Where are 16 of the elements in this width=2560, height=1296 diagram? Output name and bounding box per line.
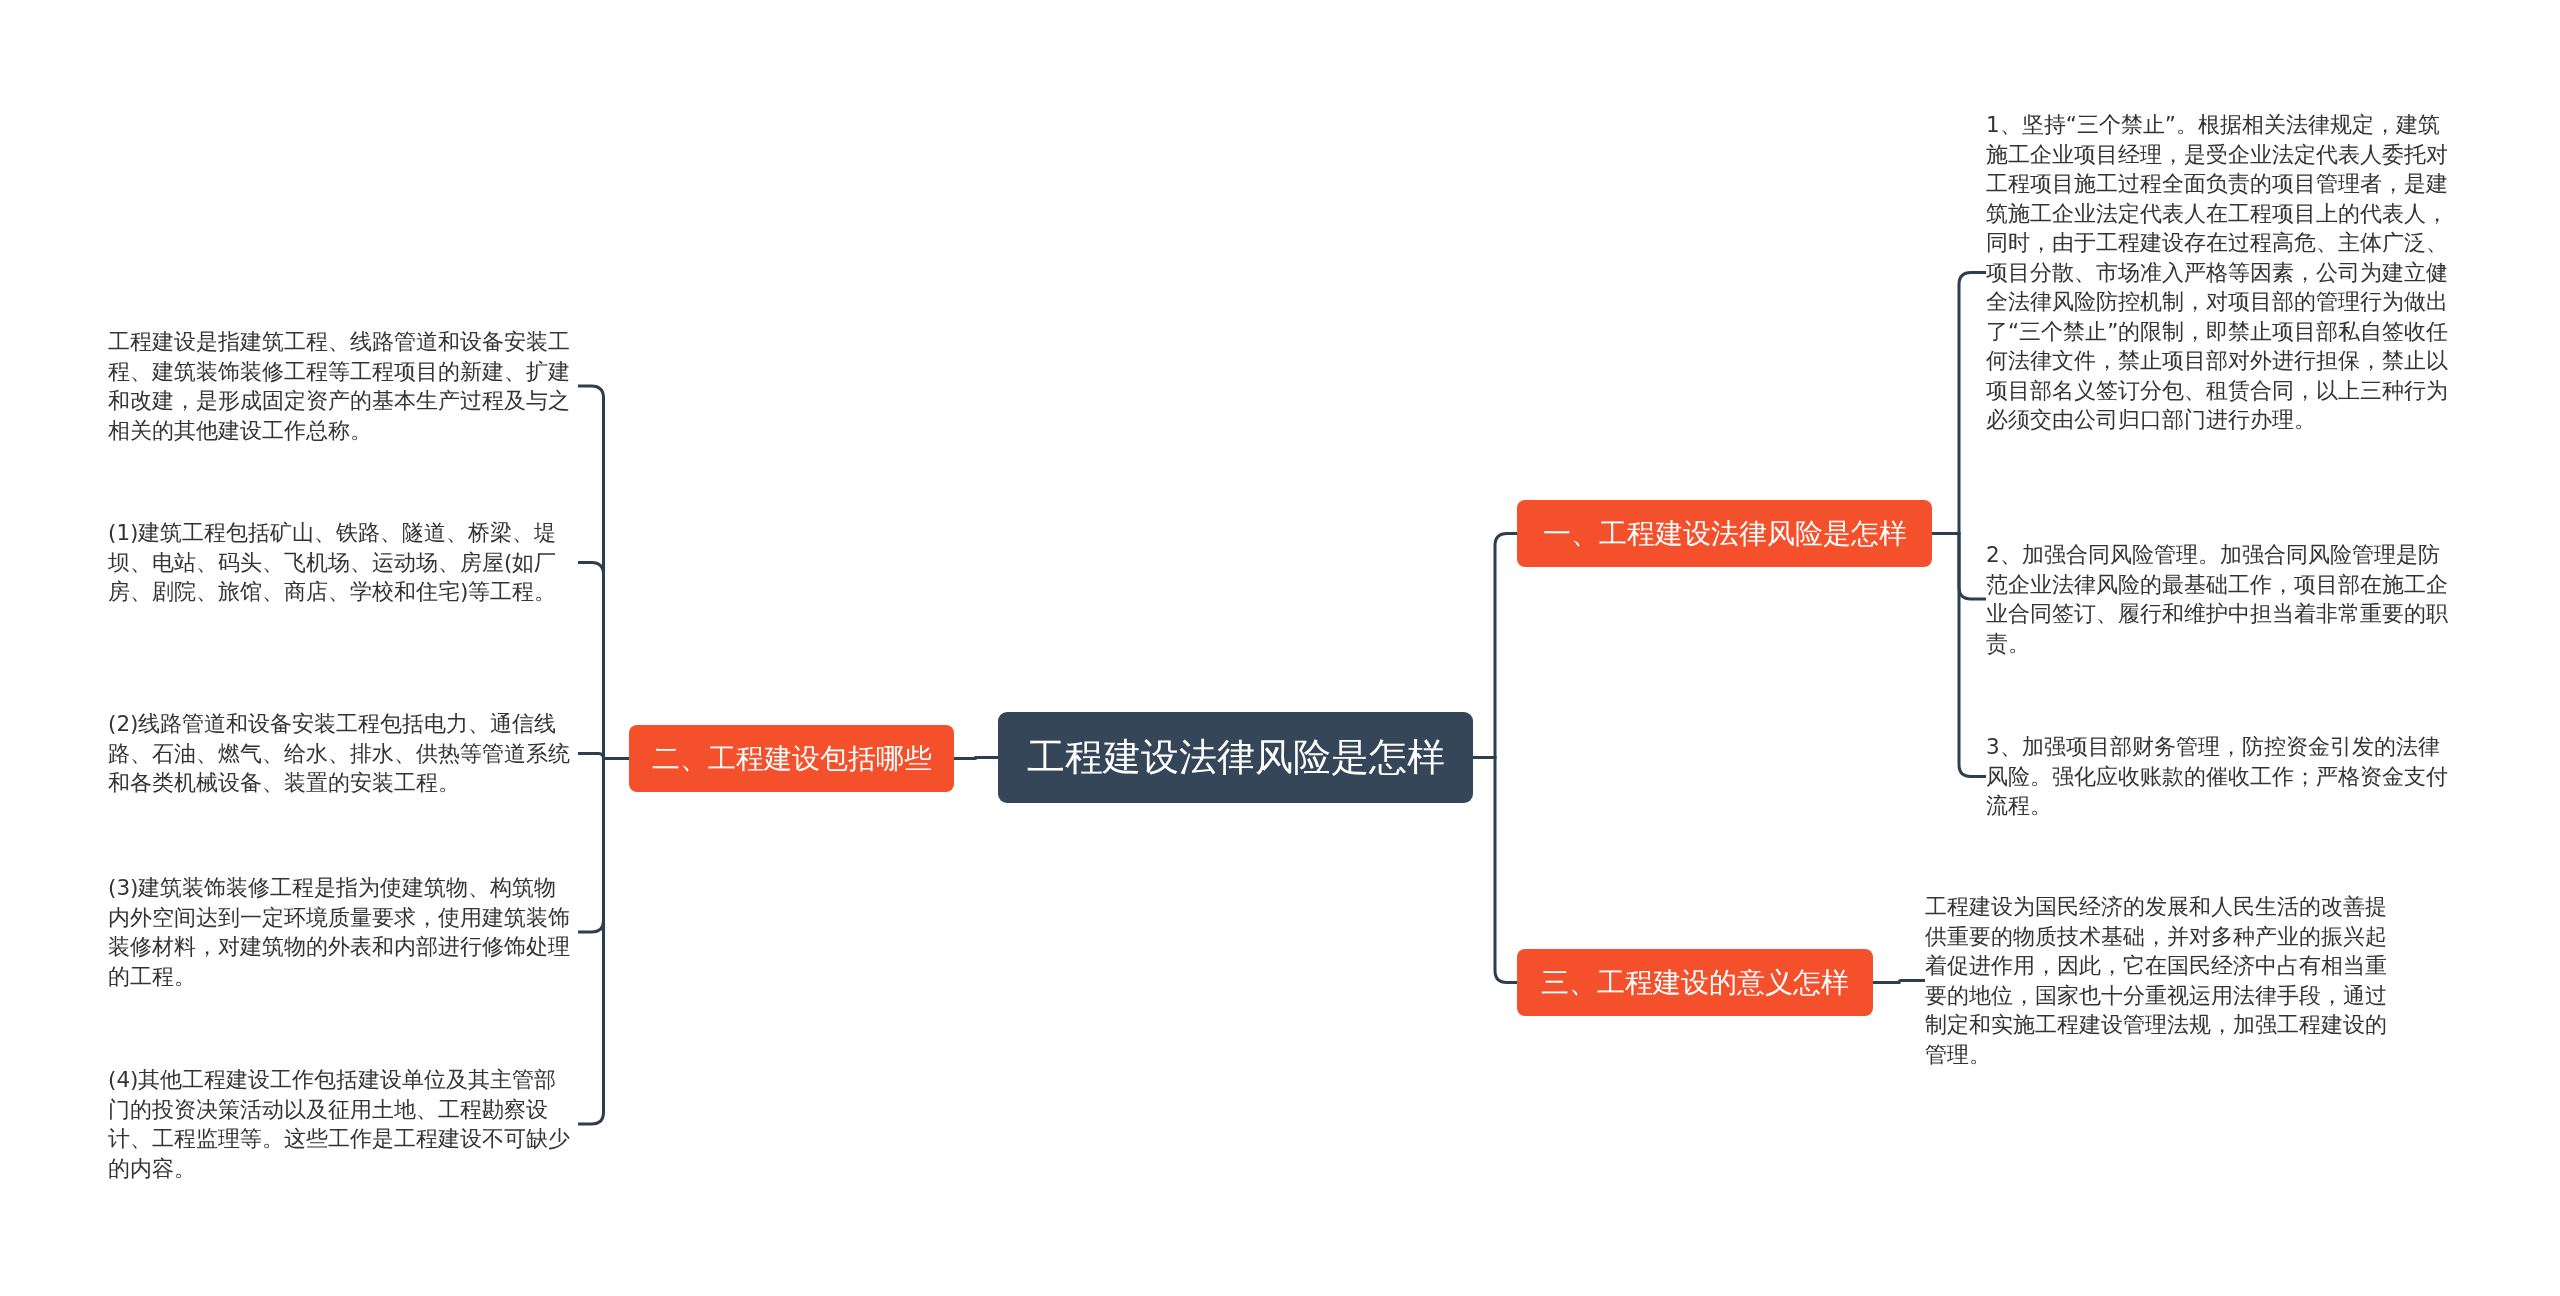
note-text: 工程建设为国民经济的发展和人民生活的改善提供重要的物质技术基础，并对多种产业的振兴起着促进作用，因此，它在国民经济中占有相当重要的地位，国家也十分重视运用法律手段，通过制定和实施工程建设管理法规，加强工程建设的管理。 [1925, 892, 2395, 1069]
note-text: 工程建设是指建筑工程、线路管道和设备安装工程、建筑装饰装修工程等工程项目的新建、扩建和改建，是形成固定资产的基本生产过程及与之相关的其他建设工作总称。 [108, 327, 578, 445]
note-text: 3、加强项目部财务管理，防控资金引发的法律风险。强化应收账款的催收工作；严格资金支付流程。 [1986, 732, 2456, 821]
note-text: (3)建筑装饰装修工程是指为使建筑物、构筑物内外空间达到一定环境质量要求，使用建筑装饰装修材料，对建筑物的外表和内部进行修饰处理的工程。 [108, 873, 578, 991]
connector-line [1473, 756, 1517, 984]
connector-line [954, 756, 998, 760]
topic-box: 一、工程建设法律风险是怎样 [1517, 500, 1932, 567]
note-text: 2、加强合同风险管理。加强合同风险管理是防范企业法律风险的最基础工作，项目部在施工企业合同签订、履行和维护中担当着非常重要的职责。 [1986, 540, 2456, 658]
note-text: (4)其他工程建设工作包括建设单位及其主管部门的投资决策活动以及征用土地、工程勘察设计、工程监理等。这些工作是工程建设不可缺少的内容。 [108, 1065, 578, 1183]
note-text: 1、坚持“三个禁止”。根据相关法律规定，建筑施工企业项目经理，是受企业法定代表人委托对工程项目施工过程全面负责的项目管理者，是建筑施工企业法定代表人在工程项目上的代表人，同时，由于工程建设存在过程高危、主体广泛、项目分散、市场准入严格等因素，公司为建立健全法律风险防控机制，对项目部的管理行为做出了“三个禁止”的限制，即禁止项目部私自签收任何法律文件，禁止项目部对外进行担保，禁止以项目部名义签订分包、租赁合同，以上三种行为必须交由公司归口部门进行办理。 [1986, 110, 2456, 435]
connector-line [1873, 979, 1925, 984]
topic-box: 二、工程建设包括哪些 [629, 725, 954, 792]
central-topic-box: 工程建设法律风险是怎样 [998, 712, 1473, 803]
topic-box: 三、工程建设的意义怎样 [1517, 949, 1873, 1016]
note-text: (1)建筑工程包括矿山、铁路、隧道、桥梁、堤坝、电站、码头、飞机场、运动场、房屋(如厂房、剧院、旅馆、商店、学校和住宅)等工程。 [108, 518, 578, 607]
note-text: (2)线路管道和设备安装工程包括电力、通信线路、石油、燃气、给水、排水、供热等管道系统和各类机械设备、装置的安装工程。 [108, 709, 578, 798]
